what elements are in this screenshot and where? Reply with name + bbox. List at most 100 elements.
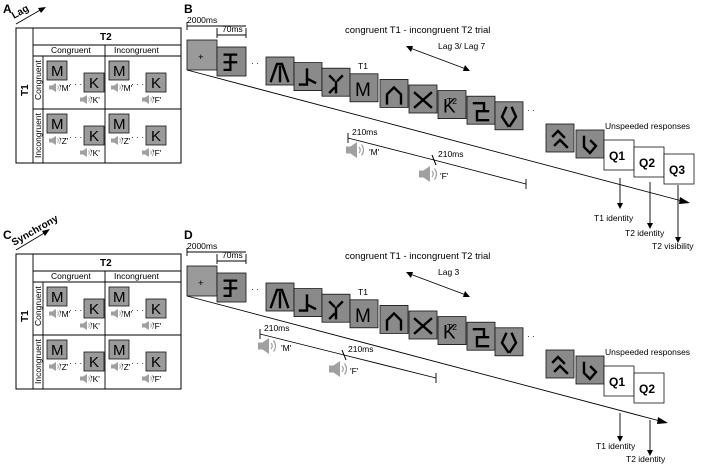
ellipsis-dots: · · · (131, 79, 144, 89)
mask-glyph (385, 85, 403, 105)
mask-glyph (500, 106, 518, 128)
outcome-label: T1 identity (596, 441, 636, 451)
unspeeded-label: Unspeeded responses (605, 121, 690, 131)
table-cell: M'Z'· · ·K'K' (46, 113, 105, 158)
stimulus-t2 (145, 125, 167, 146)
sound-t1-label: 'M' (60, 309, 71, 319)
ellipsis-dots: · · (251, 284, 259, 294)
speaker-icon (48, 361, 61, 372)
ellipsis-dots: · · (527, 331, 535, 341)
mask-glyph (413, 317, 433, 335)
stream-frame (437, 90, 467, 119)
response-box (663, 153, 695, 185)
speaker-icon (418, 165, 438, 183)
fixation-cross: + (198, 278, 204, 289)
stimulus-t2-letter: K (89, 128, 99, 145)
table-t2-header: T2 (100, 32, 112, 43)
stimulus-t2-letter: K (151, 128, 161, 145)
ellipsis-dots: · · (251, 58, 259, 68)
table-cell: M'M'· · ·K'F' (108, 286, 167, 331)
stimulus-t2-letter: K (151, 75, 161, 92)
table-cell: M'M'· · ·K'K' (46, 286, 105, 331)
mask-glyph (269, 288, 290, 309)
response-label-q2: Q2 (639, 382, 655, 396)
table-frame (15, 27, 182, 164)
mask-glyph (413, 91, 433, 109)
sound1-label: 'M' (369, 147, 380, 157)
stimulus-t1-letter: M (113, 342, 126, 359)
stimulus-t2 (83, 298, 105, 319)
lag-arrow-head (406, 46, 413, 52)
stimulus-t2-letter: K (89, 301, 99, 318)
table-cell: M'Z'· · ·K'F' (108, 339, 167, 384)
table-row-congruent: Congruent (33, 286, 43, 326)
outcome-arrow-head (647, 223, 653, 229)
sound-onset-tick (341, 349, 347, 361)
stimulus-t2-letter: K (89, 75, 99, 92)
mask-glyph (298, 68, 317, 86)
t2-target-letter: K (443, 97, 456, 118)
fixation-frame (186, 265, 218, 297)
table-col-congruent: Congruent (51, 271, 91, 281)
stream-frame (349, 299, 379, 329)
response-label-q1: Q1 (609, 149, 625, 163)
mask-glyph (500, 332, 518, 354)
speaker-icon (79, 147, 92, 158)
speaker-icon (110, 361, 123, 372)
stream-frame (349, 73, 379, 103)
stream-frame (437, 316, 467, 346)
outcome-arrow-head (617, 436, 623, 442)
speaker-icon (345, 141, 365, 159)
stimulus-t1 (108, 113, 130, 134)
stimulus-t1 (108, 339, 130, 360)
lag-corner-arrow (15, 7, 46, 25)
sound-t1-label: 'Z' (122, 136, 131, 146)
table-col-incongruent: Incongruent (114, 271, 160, 281)
sound-t1-label: 'M' (122, 83, 133, 93)
sound-t2-label: 'K' (91, 95, 100, 105)
panel-a-letter: A (3, 2, 12, 16)
end-mask-frame (545, 349, 575, 379)
stimulus-t2-letter: K (89, 354, 99, 371)
response-label-q2: Q2 (639, 156, 655, 170)
stimulus-t1-letter: M (51, 342, 64, 359)
stimulus-t2 (83, 125, 105, 146)
time-axis-head (679, 197, 690, 204)
fixation-duration: 2000ms (187, 241, 217, 251)
mask-glyph (472, 328, 490, 348)
ellipsis-dots: · · · (69, 132, 82, 142)
sound1-duration: 210ms (352, 127, 378, 137)
first-mask-glyph (223, 279, 238, 297)
table-col-incongruent: Incongruent (114, 45, 160, 55)
sound-duration-line (347, 137, 435, 161)
outcome-label: T2 visibility (652, 241, 694, 251)
sound1-duration: 210ms (264, 323, 290, 333)
stimulus-t2 (83, 72, 105, 93)
end-mask-glyph (551, 355, 569, 375)
stimulus-t2 (83, 351, 105, 372)
item-duration: 70ms (222, 24, 243, 34)
t2-label: T2 (447, 322, 457, 332)
ellipsis-dots: · · · (131, 132, 144, 142)
table-t2-header: T2 (100, 258, 112, 269)
ellipsis-dots: · · · (69, 79, 82, 89)
speaker-icon (48, 82, 61, 93)
stimulus-t2-letter: K (151, 301, 161, 318)
panel-d: D congruent T1 - incongruent T2 trial +2… (184, 228, 690, 464)
table-cell: M'M'· · ·K'K' (46, 60, 105, 105)
t1-label: T1 (358, 61, 368, 71)
stimulus-t2 (145, 298, 167, 319)
stream-frame (379, 304, 409, 334)
stimulus-t1 (46, 113, 68, 134)
speaker-icon (141, 94, 154, 105)
unspeeded-label: Unspeeded responses (605, 347, 690, 357)
speaker-icon (79, 94, 92, 105)
synchrony-corner-label: Synchrony (10, 213, 61, 249)
table-col-congruent: Congruent (51, 45, 91, 55)
stimulus-t1-letter: M (113, 289, 126, 306)
stimulus-t1 (108, 60, 130, 81)
